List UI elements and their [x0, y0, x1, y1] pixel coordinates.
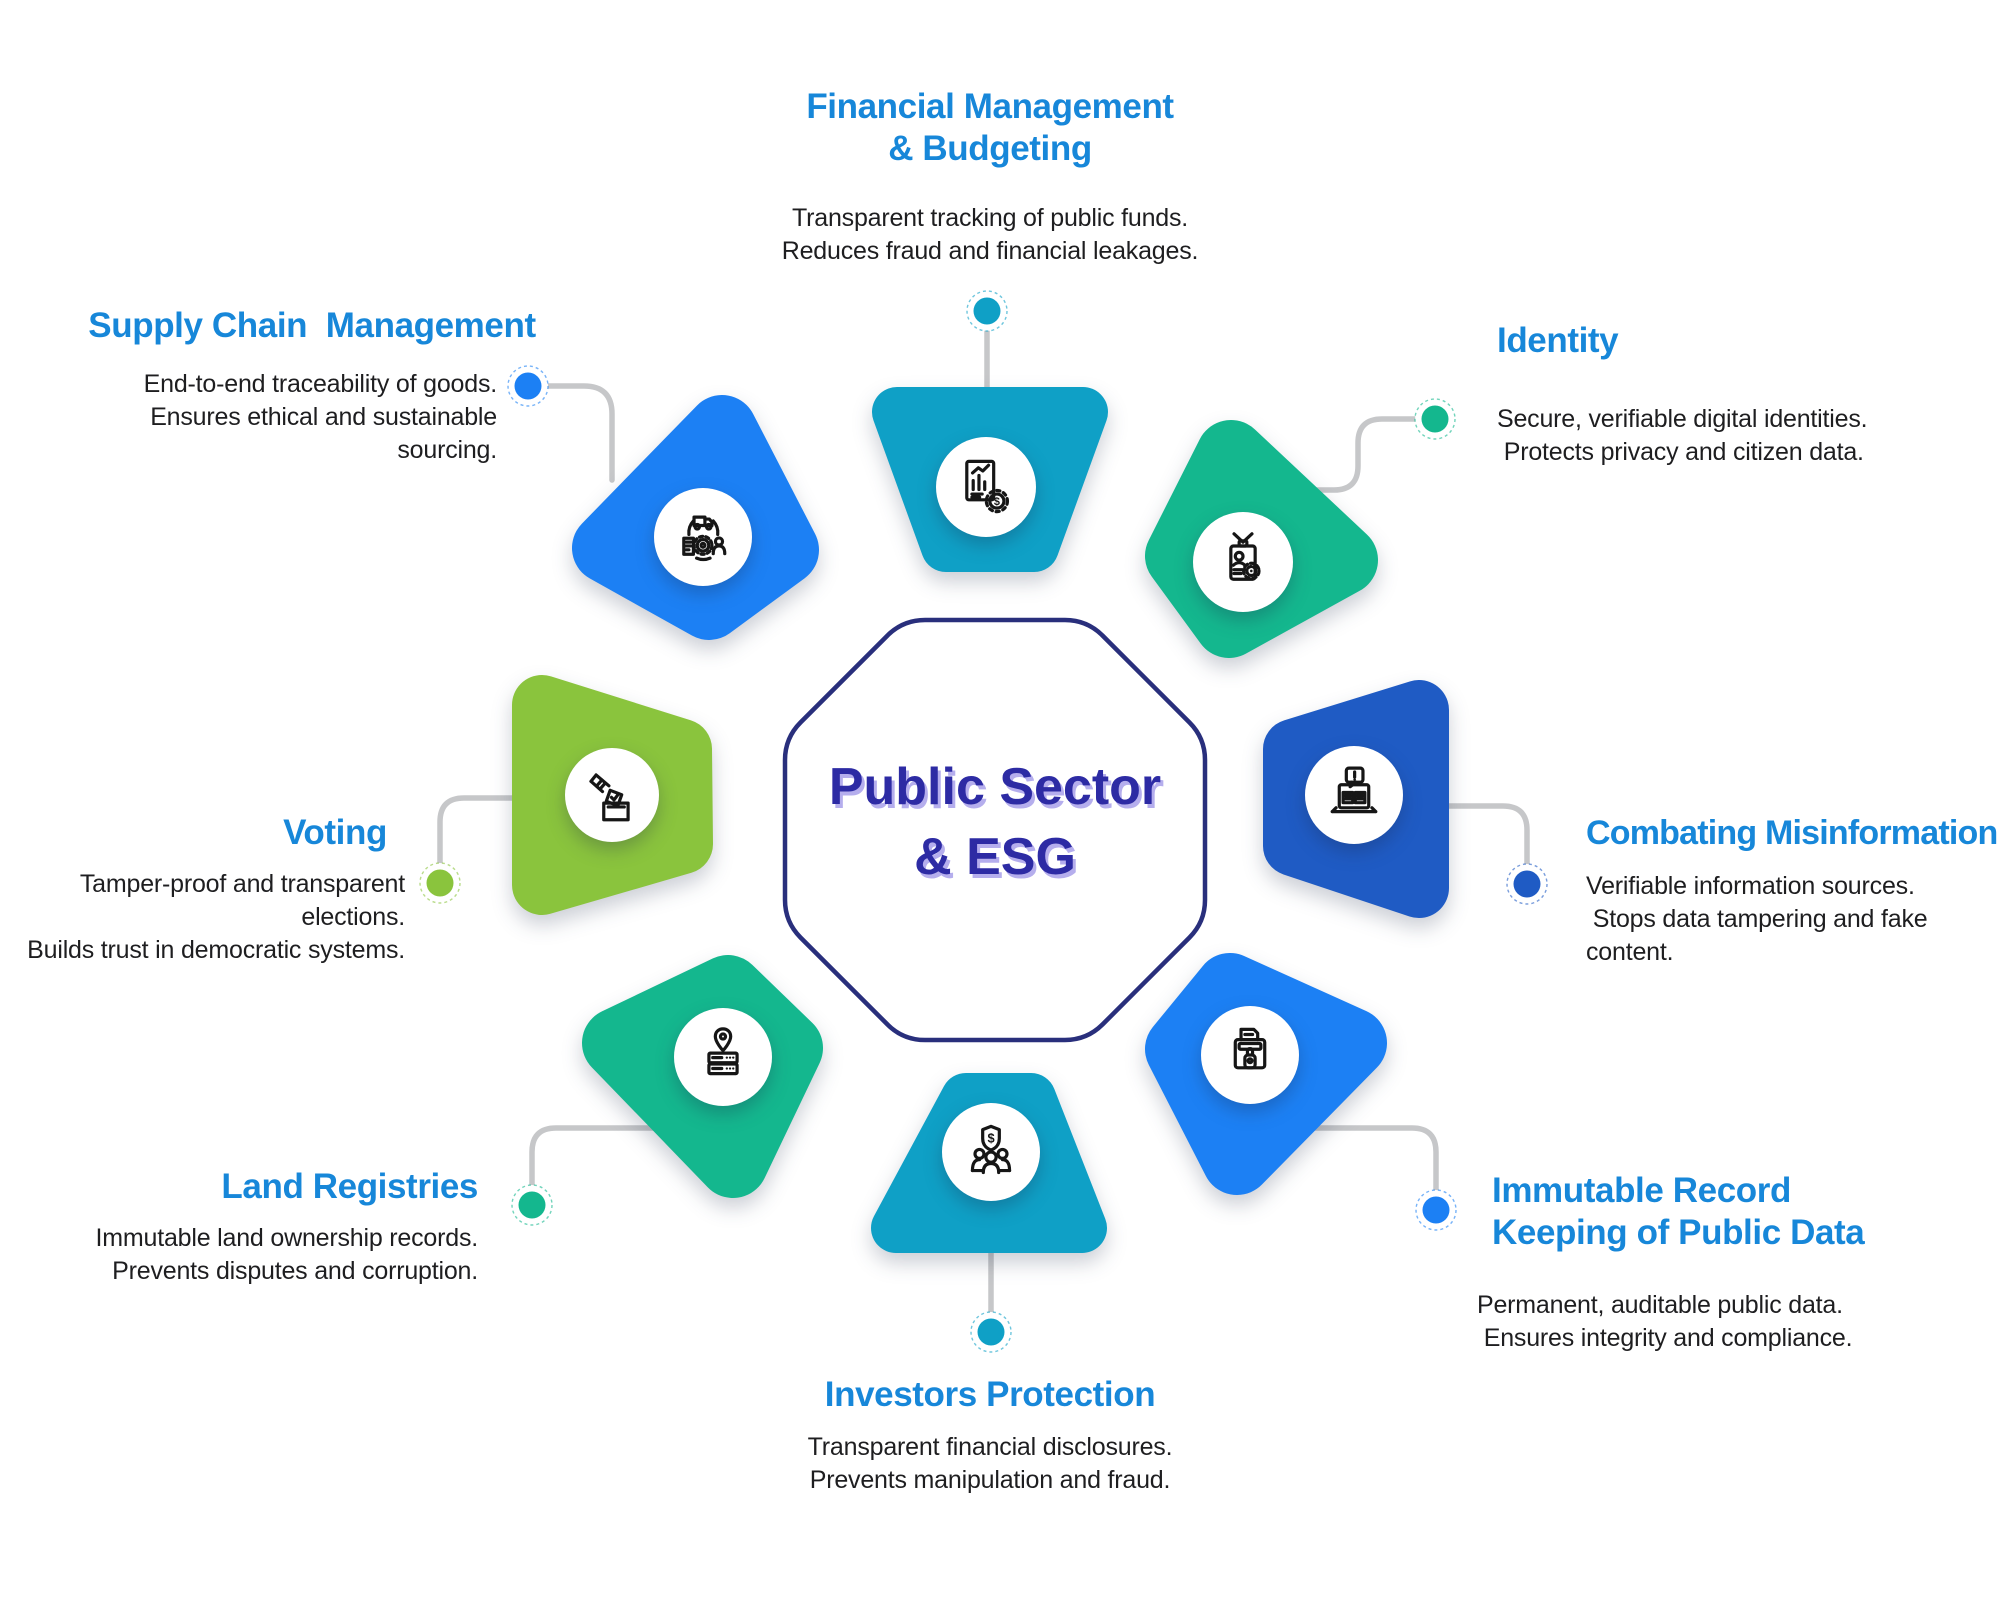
identity-description: Secure, verifiable digital identities. P… — [1497, 405, 1868, 466]
map-pin-registry-icon — [707, 1027, 739, 1076]
voting-description: Tamper-proof and transparent elections. … — [27, 870, 405, 964]
shield-people-icon: $ — [970, 1124, 1012, 1175]
combating-title: Combating Misinformation — [1586, 814, 1998, 852]
connector-voting — [437, 795, 548, 886]
supply-chain-cycle-icon — [682, 515, 727, 562]
archive-record-icon — [1233, 1027, 1267, 1070]
voting-icon-circle — [565, 748, 659, 842]
investors-title: Investors Protection — [824, 1375, 1156, 1414]
land-dot — [518, 1191, 546, 1219]
center-title: Public Sector & ESG — [828, 758, 1162, 886]
combating-dot — [1513, 870, 1541, 898]
combating-description: Verifiable information sources. Stops da… — [1586, 872, 1928, 966]
immutable-description: Permanent, auditable public data. Ensure… — [1477, 1291, 1853, 1352]
financial-title: Financial Management & Budgeting — [806, 87, 1174, 168]
svg-text:$: $ — [987, 1130, 994, 1145]
supply-dot — [514, 372, 542, 400]
supply-title: Supply Chain Management — [88, 306, 536, 345]
connector-land — [529, 1125, 693, 1208]
connector-lines — [437, 308, 1530, 1335]
connector-supply — [525, 383, 615, 483]
land-title: Land Registries — [221, 1167, 478, 1206]
ballot-hand-icon — [589, 773, 630, 822]
svg-text:$: $ — [994, 496, 1000, 508]
immutable-dot — [1422, 1196, 1450, 1224]
voting-title: Voting — [283, 813, 387, 852]
financial-dot — [973, 297, 1001, 325]
land-description: Immutable land ownership records. Preven… — [95, 1224, 479, 1285]
laptop-warning-icon — [1330, 766, 1378, 814]
investors-description: Transparent financial disclosures. Preve… — [807, 1433, 1173, 1494]
connector-combating — [1427, 803, 1530, 887]
identity-dot — [1421, 405, 1449, 433]
id-badge-fingerprint-icon — [1229, 532, 1261, 581]
immutable-title: Immutable Record Keeping of Public Data — [1492, 1171, 1865, 1252]
center-octagon — [782, 617, 1208, 1043]
connector-dots — [419, 290, 1548, 1353]
voting-dot — [426, 869, 454, 897]
connector-immutable — [1297, 1125, 1439, 1213]
supply-description: End-to-end traceability of goods. Ensure… — [143, 370, 498, 464]
financial-description: Transparent tracking of public funds. Re… — [781, 204, 1199, 265]
identity-title: Identity — [1497, 321, 1619, 360]
investors-dot — [977, 1318, 1005, 1346]
connector-identity — [1292, 416, 1438, 493]
financial-report-icon: $ — [965, 459, 1010, 514]
